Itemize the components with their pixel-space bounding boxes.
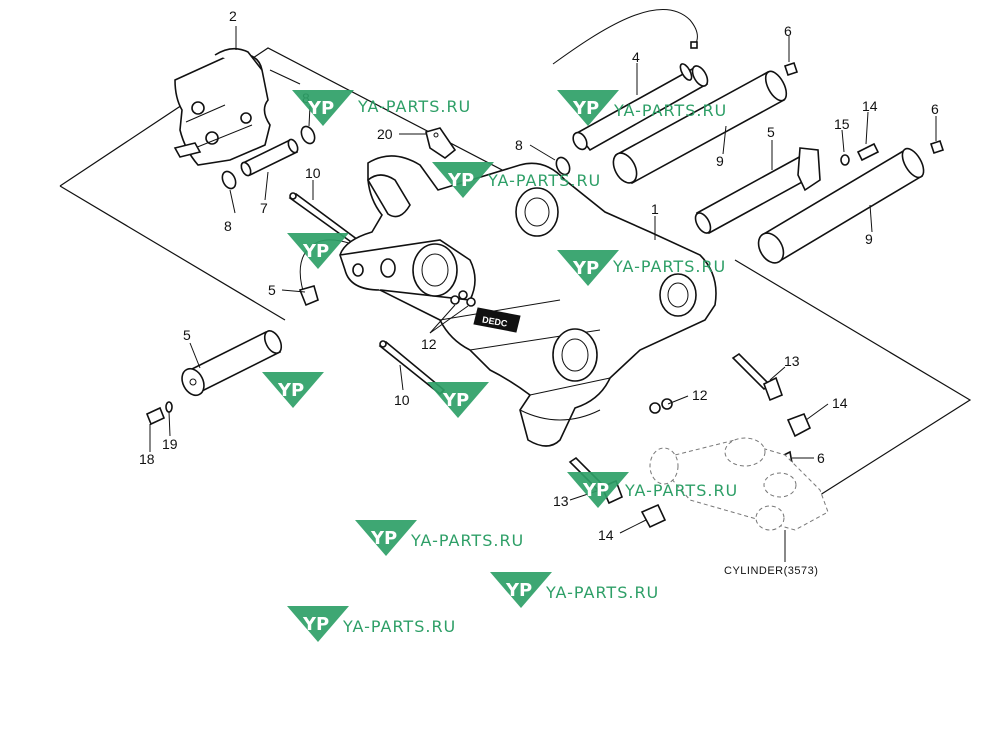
- watermark-logo-icon: [427, 382, 489, 418]
- watermark: YP YA-PARTS.RU: [355, 520, 524, 556]
- svg-text:YP: YP: [572, 258, 599, 279]
- callout-6: 5: [183, 327, 191, 343]
- svg-text:YP: YP: [302, 241, 329, 262]
- part-9-pin: [240, 138, 299, 177]
- watermark: YP: [287, 233, 349, 269]
- cylinder-ghost: [649, 437, 829, 531]
- watermark: YP: [262, 372, 324, 408]
- part-20-clip: [425, 127, 457, 159]
- svg-text:YP: YP: [572, 98, 599, 119]
- callout-1: 1: [651, 201, 659, 217]
- callout-20: 20: [377, 126, 393, 142]
- part-13-nuts: [450, 290, 673, 414]
- part-8-grease-fittings: [783, 61, 945, 468]
- svg-text:YA-PARTS.RU: YA-PARTS.RU: [624, 481, 738, 500]
- svg-text:YP: YP: [277, 380, 304, 401]
- callout-13-a: 12: [421, 336, 437, 352]
- callout-14-a: 13: [784, 353, 800, 369]
- watermarks: YP YA-PARTS.RU YP YA-PARTS.RU YP YA-PART…: [262, 90, 738, 642]
- watermark-logo-icon: [287, 233, 349, 269]
- svg-text:YA-PARTS.RU: YA-PARTS.RU: [613, 101, 727, 120]
- watermark-logo-icon: [557, 90, 619, 126]
- svg-text:YP: YP: [582, 480, 609, 501]
- callout-13-b: 12: [692, 387, 708, 403]
- svg-text:YA-PARTS.RU: YA-PARTS.RU: [357, 97, 471, 116]
- watermark: YP: [427, 382, 489, 418]
- callout-10-b: 8: [224, 218, 232, 234]
- callout-8-b: 6: [931, 101, 939, 117]
- watermark-logo-icon: [557, 250, 619, 286]
- callout-18-a: 14: [862, 98, 878, 114]
- watermark-logo-icon: [292, 90, 354, 126]
- watermark: YP YA-PARTS.RU: [557, 250, 726, 286]
- callout-11-a: 9: [716, 153, 724, 169]
- part-6-pin: [181, 330, 283, 397]
- callout-15-a: 14: [832, 395, 848, 411]
- watermark-logo-icon: [262, 372, 324, 408]
- cylinder-caption: CYLINDER(3573): [724, 565, 818, 577]
- callout-14-b: 13: [553, 493, 569, 509]
- part-1-coupler: DEDC: [339, 155, 717, 447]
- svg-text:YP: YP: [370, 528, 397, 549]
- callout-12-b: 10: [394, 392, 410, 408]
- watermark-logo-icon: [287, 606, 349, 642]
- svg-text:YA-PARTS.RU: YA-PARTS.RU: [487, 171, 601, 190]
- callout-2: 2: [229, 8, 237, 24]
- assembly-lines: [59, 47, 972, 496]
- callout-11-b: 9: [865, 231, 873, 247]
- callout-18-b: 18: [139, 451, 155, 467]
- svg-text:YP: YP: [447, 170, 474, 191]
- callout-4: 4: [632, 49, 640, 65]
- watermark: YP YA-PARTS.RU: [432, 162, 601, 198]
- svg-text:YA-PARTS.RU: YA-PARTS.RU: [612, 257, 726, 276]
- watermark: YP YA-PARTS.RU: [567, 472, 738, 508]
- watermark-logo-icon: [567, 472, 629, 508]
- leader-lines: [149, 26, 937, 562]
- callout-15-b: 14: [598, 527, 614, 543]
- part-18-19-left: [145, 401, 173, 426]
- watermark-logo-icon: [432, 162, 494, 198]
- callout-9: 7: [260, 200, 268, 216]
- watermark-logo-icon: [355, 520, 417, 556]
- svg-text:YP: YP: [505, 580, 532, 601]
- svg-text:YP: YP: [307, 98, 334, 119]
- callout-7: 5: [767, 124, 775, 140]
- callout-19-a: 15: [834, 116, 850, 132]
- badge-text: DEDC: [481, 314, 508, 328]
- callout-8-c: 6: [817, 450, 825, 466]
- watermark: YP YA-PARTS.RU: [490, 572, 659, 608]
- callout-10-c: 8: [515, 137, 523, 153]
- callout-19-b: 19: [162, 436, 178, 452]
- svg-text:YA-PARTS.RU: YA-PARTS.RU: [545, 583, 659, 602]
- part-11-bushing-upper: [612, 70, 788, 185]
- part-10-rings: [221, 125, 571, 190]
- svg-text:YA-PARTS.RU: YA-PARTS.RU: [410, 531, 524, 550]
- svg-text:YP: YP: [302, 614, 329, 635]
- part-11-bushing-lower: [757, 147, 925, 264]
- svg-text:YP: YP: [442, 390, 469, 411]
- watermark: YP YA-PARTS.RU: [287, 606, 456, 642]
- part-18-19-right: [840, 142, 880, 166]
- callout-8-a: 6: [784, 23, 792, 39]
- callout-5: 5: [268, 282, 276, 298]
- watermark-logo-icon: [490, 572, 552, 608]
- svg-text:YA-PARTS.RU: YA-PARTS.RU: [342, 617, 456, 636]
- part-4-pin: [552, 9, 709, 152]
- watermark: YP YA-PARTS.RU: [292, 90, 471, 126]
- callout-12-a: 10: [305, 165, 321, 181]
- part-2-bracket: [173, 47, 271, 166]
- coupler-badge: DEDC: [473, 307, 521, 333]
- watermark: YP YA-PARTS.RU: [557, 90, 727, 126]
- part-7-pin: [694, 147, 821, 235]
